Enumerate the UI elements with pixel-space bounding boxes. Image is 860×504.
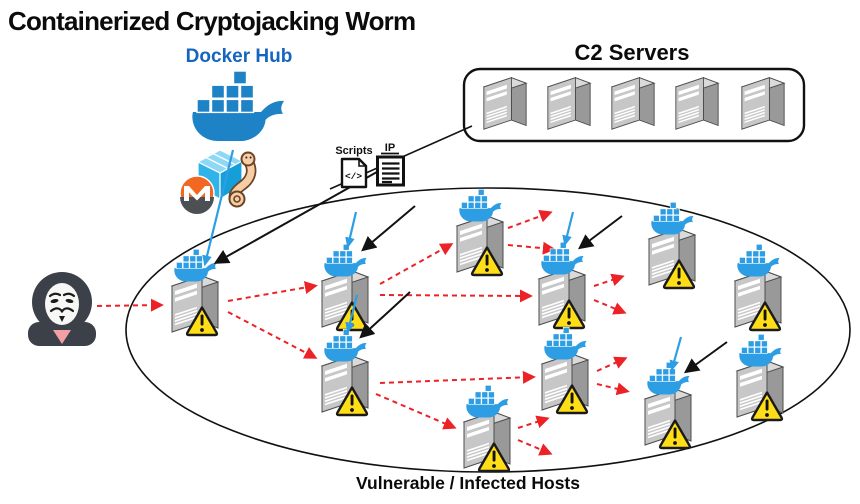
c2-server-icon [483, 77, 527, 130]
infection-arrow [593, 299, 627, 315]
infection-arrow [596, 382, 630, 396]
vulnerable-hosts-label: Vulnerable / Infected Hosts [356, 473, 580, 493]
infected-host-4 [457, 189, 503, 275]
attacker-icon [28, 272, 96, 346]
infected-host-6 [542, 327, 588, 413]
infected-host-10 [645, 362, 691, 448]
docker-pull-line [669, 336, 683, 372]
c2-command-arrow [578, 215, 623, 250]
infection-arrow [379, 243, 454, 285]
infected-host-7 [464, 385, 510, 471]
infected-host-8 [649, 202, 695, 288]
docker-hub-whale-icon [191, 70, 285, 142]
scripts-icon: </> [340, 157, 368, 189]
infection-arrow [517, 439, 553, 456]
infection-arrow [507, 210, 553, 229]
monero-icon [179, 175, 215, 214]
infected-host-1 [172, 249, 218, 335]
scripts-label: Scripts [335, 145, 372, 157]
infection-arrow [227, 281, 318, 302]
code-glyph: </> [345, 171, 362, 182]
infection-arrow [507, 241, 556, 255]
c2-server-icon [611, 77, 655, 130]
docker-pull-line [202, 149, 235, 267]
docker-pull-lines [202, 149, 683, 372]
docker-pull-line [562, 211, 575, 247]
c2-server-icon [741, 77, 785, 130]
worm-propagation-arrows [96, 210, 630, 456]
infected-host-9 [735, 244, 781, 330]
infected-host-11 [737, 334, 783, 420]
ip-list-icon [376, 155, 405, 187]
infected-host-2 [322, 244, 368, 330]
c2-server-icon [547, 77, 591, 130]
docker-pull-line [345, 294, 359, 334]
docker-pull-line [345, 211, 358, 249]
c2-servers-box [462, 67, 806, 143]
infected-host-5 [539, 242, 585, 328]
c2-server-icon [675, 77, 719, 130]
diagram-title: Containerized Cryptojacking Worm [8, 6, 415, 36]
infection-arrow [375, 393, 457, 430]
infection-arrow [593, 273, 625, 287]
infection-arrow [227, 311, 318, 359]
infection-arrow [517, 415, 550, 429]
infection-arrow [379, 289, 533, 303]
infection-arrow [96, 298, 164, 312]
malicious-image-icons [179, 149, 257, 214]
infection-arrow [596, 356, 628, 372]
c2-command-arrow [683, 341, 728, 374]
c2-servers-label: C2 Servers [575, 40, 690, 65]
docker-hub-label: Docker Hub [186, 46, 293, 67]
infection-arrow [379, 370, 536, 384]
ip-label: IP [385, 142, 395, 154]
c2-command-arrow [361, 205, 416, 252]
c2-command-arrow [359, 291, 411, 339]
worm-icon [228, 151, 257, 208]
infected-host-3 [322, 329, 368, 415]
infected-hosts-ellipse [125, 187, 851, 473]
